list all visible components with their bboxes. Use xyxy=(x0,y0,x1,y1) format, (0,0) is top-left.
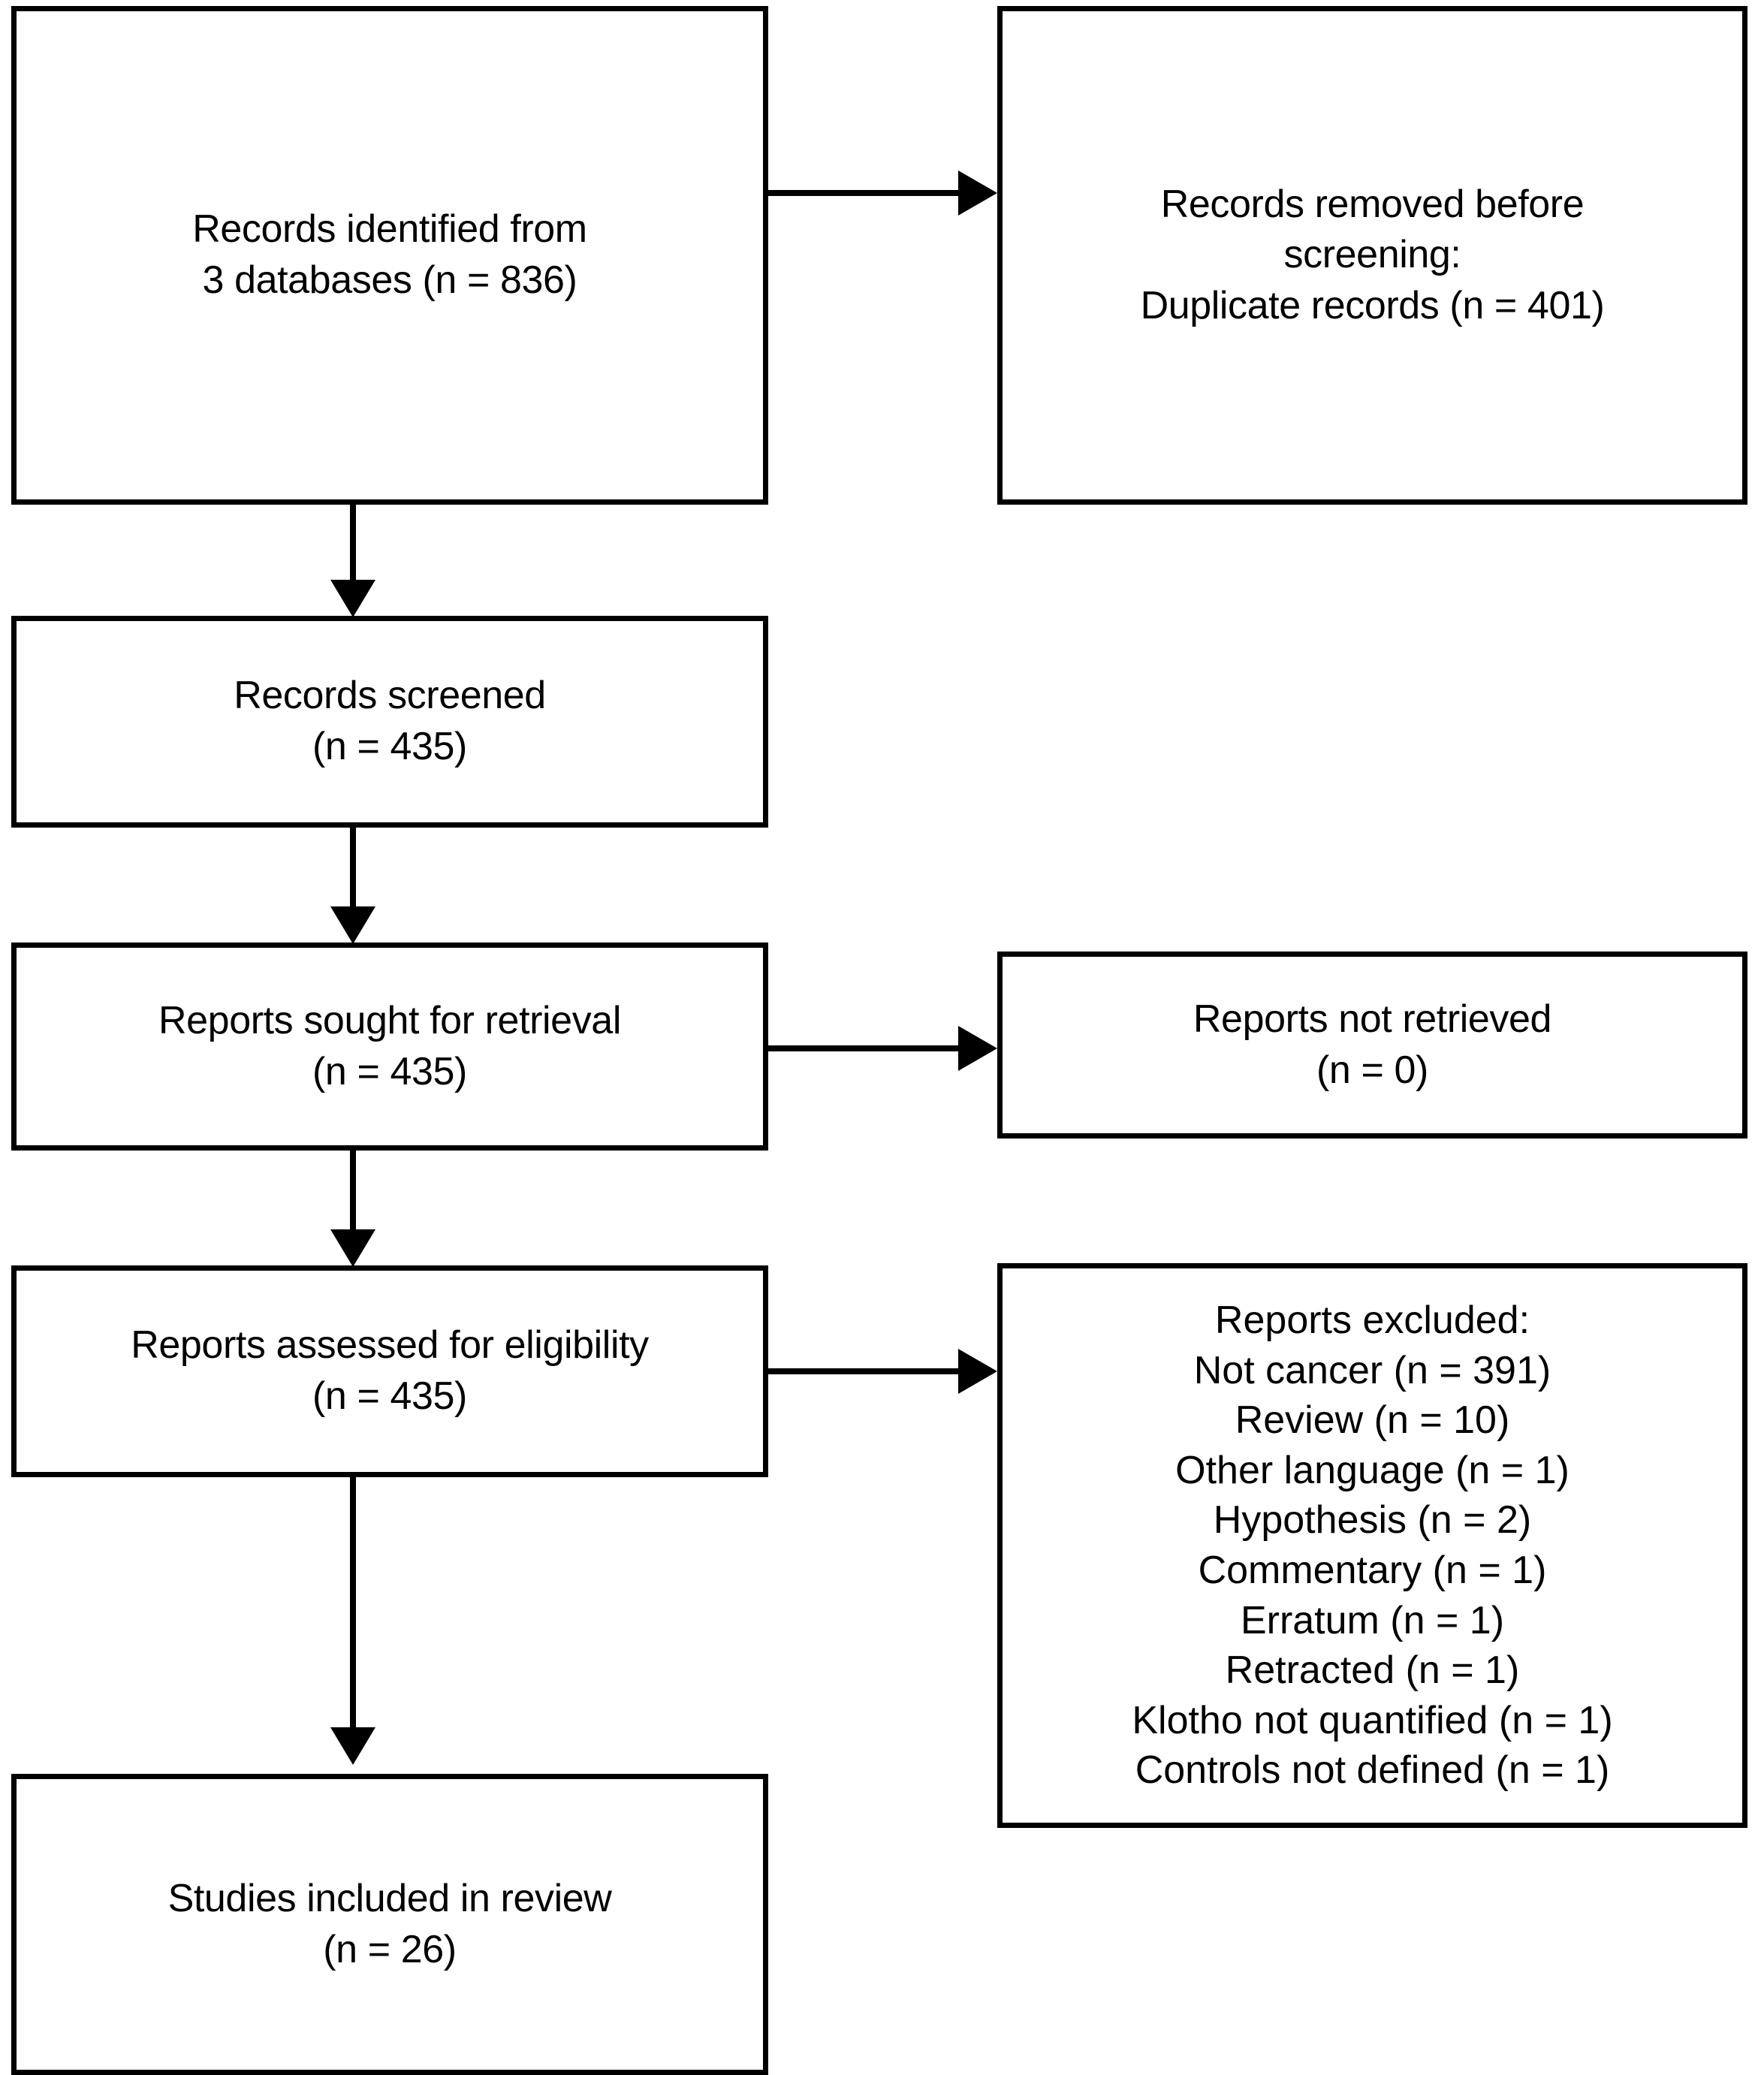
exclusion-reason-item: Not cancer (n = 391) xyxy=(1193,1348,1551,1392)
connector-sought-to-not-retrieved xyxy=(768,1045,960,1051)
arrow-right-icon xyxy=(958,1026,997,1071)
exclusion-reason-item: Other language (n = 1) xyxy=(1175,1448,1570,1492)
box-reports-assessed-for-eligibility: Reports assessed for eligibility (n = 43… xyxy=(11,1265,768,1477)
exclusion-reason-item: Klotho not quantified (n = 1) xyxy=(1132,1698,1613,1742)
box-records-screened: Records screened (n = 435) xyxy=(11,616,768,828)
reports-excluded-list: Reports excluded: Not cancer (n = 391) R… xyxy=(1120,1295,1624,1795)
connector-identified-to-removed xyxy=(768,190,960,196)
connector-assessed-to-included xyxy=(350,1477,356,1736)
exclusion-reason-item: Erratum (n = 1) xyxy=(1240,1598,1505,1642)
box-studies-included-text: Studies included in review (n = 26) xyxy=(167,1876,612,1971)
box-reports-sought-for-retrieval: Reports sought for retrieval (n = 435) xyxy=(11,942,768,1151)
box-reports-assessed-text: Reports assessed for eligibility (n = 43… xyxy=(131,1323,649,1418)
box-records-screened-text: Records screened (n = 435) xyxy=(234,674,546,768)
box-records-identified: Records identified from 3 databases (n =… xyxy=(11,6,768,505)
exclusion-reason-item: Review (n = 10) xyxy=(1235,1398,1510,1443)
exclusion-reason-item: Controls not defined (n = 1) xyxy=(1135,1748,1610,1793)
connector-sought-to-assessed xyxy=(350,1151,356,1241)
box-reports-not-retrieved: Reports not retrieved (n = 0) xyxy=(997,952,1747,1139)
arrow-right-icon xyxy=(958,170,997,216)
arrow-down-icon xyxy=(330,1727,375,1765)
box-reports-sought-text: Reports sought for retrieval (n = 435) xyxy=(158,998,621,1093)
arrow-down-icon xyxy=(330,580,375,617)
connector-assessed-to-excluded xyxy=(768,1368,960,1374)
reports-excluded-heading: Reports excluded: xyxy=(1214,1298,1530,1343)
box-records-identified-text: Records identified from 3 databases (n =… xyxy=(192,207,587,302)
box-records-removed-before-screening: Records removed before screening: Duplic… xyxy=(997,6,1747,505)
arrow-down-icon xyxy=(330,906,375,944)
arrow-right-icon xyxy=(958,1349,997,1394)
box-records-removed-text: Records removed before screening: Duplic… xyxy=(1140,182,1605,327)
box-reports-not-retrieved-text: Reports not retrieved (n = 0) xyxy=(1193,997,1552,1092)
connector-screened-to-sought xyxy=(350,828,356,918)
exclusion-reason-item: Retracted (n = 1) xyxy=(1225,1648,1520,1693)
box-reports-excluded: Reports excluded: Not cancer (n = 391) R… xyxy=(997,1263,1747,1828)
box-studies-included-in-review: Studies included in review (n = 26) xyxy=(11,1774,768,2075)
exclusion-reason-item: Hypothesis (n = 2) xyxy=(1213,1498,1532,1543)
arrow-down-icon xyxy=(330,1229,375,1267)
exclusion-reason-item: Commentary (n = 1) xyxy=(1198,1549,1547,1592)
connector-identified-to-screened xyxy=(350,505,356,593)
